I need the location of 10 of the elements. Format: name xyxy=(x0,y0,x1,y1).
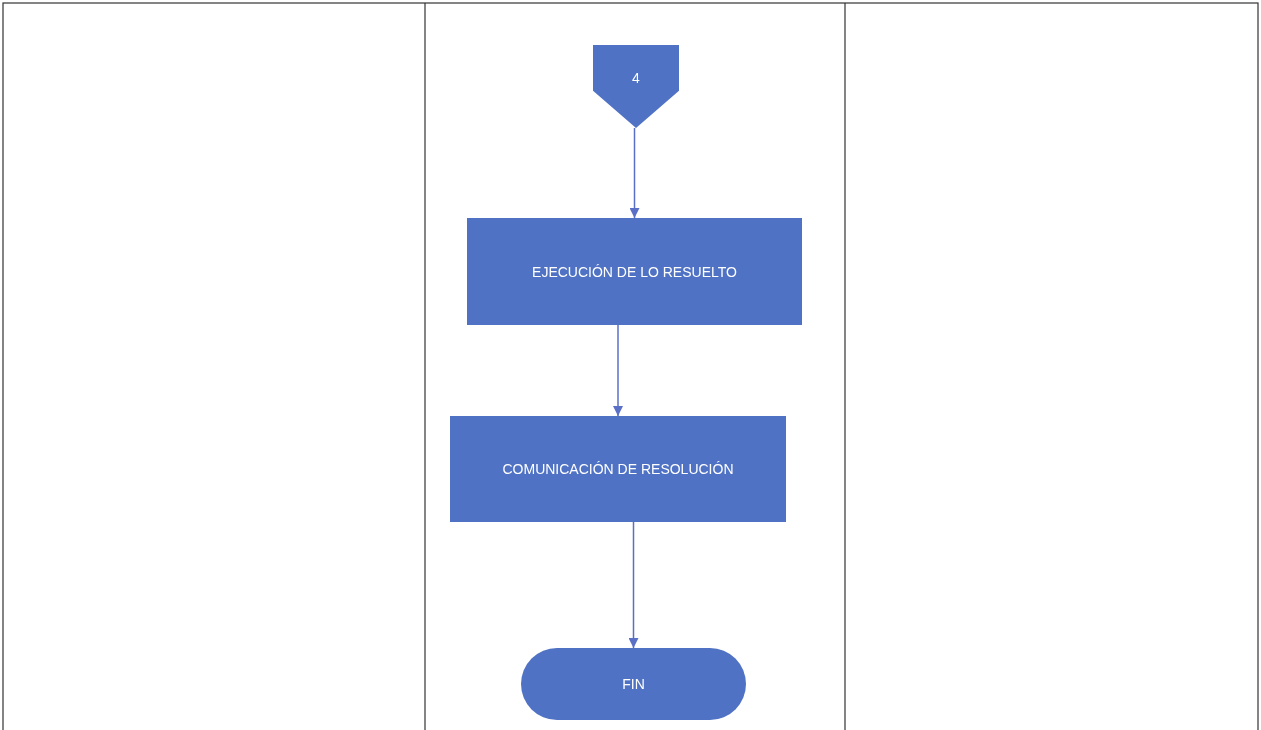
node-label: 4 xyxy=(632,69,640,86)
arrow xyxy=(628,521,639,649)
arrow xyxy=(629,127,640,219)
process-box xyxy=(467,218,802,325)
node-label: EJECUCIÓN DE LO RESUELTO xyxy=(532,263,737,280)
node-label: FIN xyxy=(622,676,645,692)
node-label: COMUNICACIÓN DE RESOLUCIÓN xyxy=(502,461,734,477)
off-page-connector xyxy=(593,45,679,128)
arrow xyxy=(613,324,623,417)
process-box xyxy=(450,416,786,522)
